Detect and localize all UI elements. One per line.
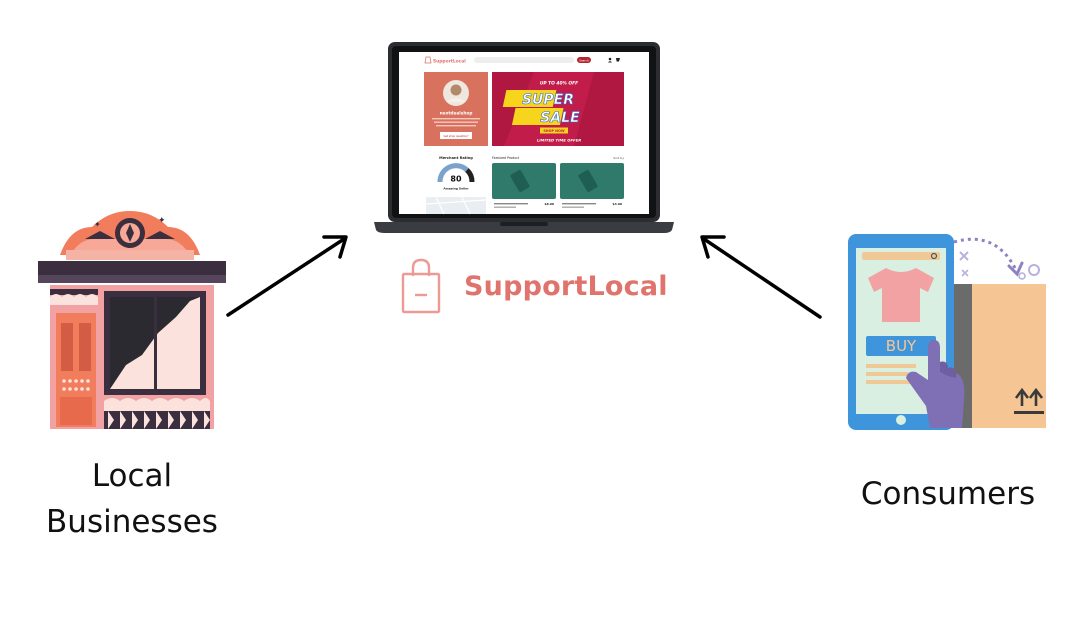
screen-nav-button: Search (579, 59, 589, 63)
shopping-bag-icon (401, 258, 441, 314)
screen-sale-top: UP TO 40% OFF (540, 81, 578, 87)
buy-button-label: BUY (886, 337, 917, 355)
screen-shop-button: Get shop question? (443, 134, 469, 138)
screen-shop-card: nextdealshop Get shop question? (424, 72, 488, 146)
screen-sale-shop-now: SHOP NOW (543, 129, 565, 133)
screen-nav-logo: SupportLocal (433, 59, 466, 65)
screen-sale-banner: UP TO 40% OFF SUPER SALE SHOP NOW LIMITE… (492, 72, 624, 146)
local-shop-illustration: ✦ ✦ (38, 211, 226, 429)
screen-rating-caption: Amazing Seller (443, 187, 469, 191)
screen-featured-sort: Sort by (613, 156, 624, 160)
screen-shop-name: nextdealshop (440, 111, 473, 117)
screen-featured-title: Featured Product (492, 156, 520, 160)
svg-text:✦: ✦ (94, 220, 101, 229)
consumer-shopping-illustration: BUY (848, 234, 1046, 430)
brand-logo: SupportLocal (400, 258, 668, 314)
consumers-label: Consumers (846, 471, 1050, 517)
arrow-business-to-platform (226, 235, 348, 317)
screen-merchant-rating: Merchant Rating 80 Amazing Seller (424, 150, 488, 215)
screen-sale-word2: SALE (540, 110, 580, 126)
label-consumers: Consumers (860, 476, 1036, 512)
label-line-local: Local (91, 458, 173, 494)
brand-name: SupportLocal (464, 270, 668, 302)
screen-rating-value: 80 (450, 175, 462, 184)
screen-product2-price: $3.00 (613, 202, 623, 206)
arrow-consumer-to-platform (700, 235, 822, 319)
screen-rating-title: Merchant Rating (439, 156, 473, 160)
screen-product1-price: $8.00 (545, 202, 555, 206)
screen-featured-products: Featured Product Sort by $8.00 $3.00 (492, 156, 624, 208)
svg-text:✦: ✦ (158, 216, 166, 226)
screen-nav-bar: SupportLocal Search (424, 56, 620, 65)
laptop-mockup: SupportLocal Search nextdealshop Get sho… (374, 42, 674, 233)
screen-sale-bottom: LIMITED TIME OFFER (537, 138, 581, 143)
label-line-businesses: Businesses (46, 504, 218, 540)
local-businesses-label: Local Businesses (32, 453, 232, 545)
screen-sale-word1: SUPER (522, 92, 574, 108)
